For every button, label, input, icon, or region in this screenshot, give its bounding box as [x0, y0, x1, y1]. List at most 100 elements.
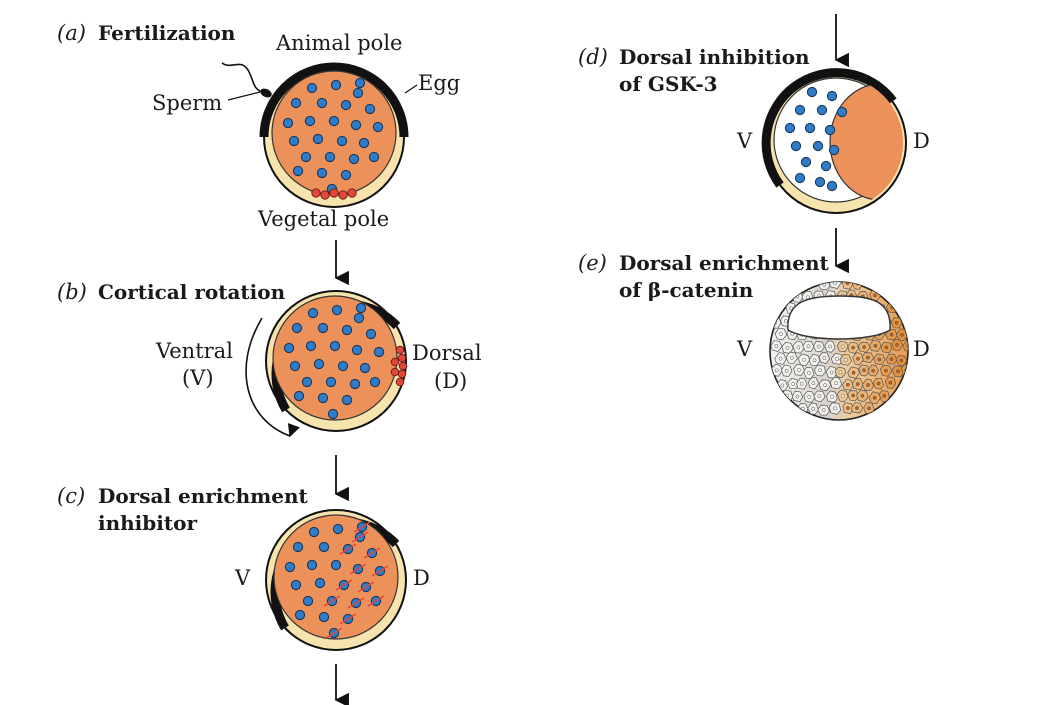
cell-nucleus: [797, 368, 801, 372]
nucleus: [318, 611, 330, 623]
cytoplasm: [272, 295, 398, 421]
blastocoel: [787, 295, 891, 340]
panel-c-title-line2: inhibitor: [98, 511, 197, 535]
nucleus: [340, 169, 352, 181]
nucleus: [353, 312, 365, 324]
panel-e-title-line2: of β-catenin: [619, 278, 754, 302]
nucleus: [794, 104, 806, 116]
egg-leader-line: [404, 84, 418, 94]
nucleus: [828, 144, 840, 156]
cell-nucleus: [862, 368, 866, 373]
nucleus: [372, 121, 384, 133]
cell-nucleus: [899, 358, 904, 363]
cell-nucleus: [871, 368, 876, 373]
determinant-particle: [390, 367, 400, 377]
nucleus: [284, 561, 296, 573]
nucleus: [364, 103, 376, 115]
cell-nucleus: [822, 356, 827, 360]
pigmented-cortex: [259, 62, 409, 138]
cell-nucleus: [845, 382, 850, 387]
cell-nucleus: [873, 343, 878, 348]
determinant-particle: [397, 369, 407, 379]
egg-b: [265, 290, 408, 432]
nucleus: [373, 346, 385, 358]
cell-nucleus: [856, 356, 860, 361]
nucleus: [292, 541, 304, 553]
cell-nucleus: [816, 344, 821, 349]
nucleus: [317, 392, 329, 404]
nucleus: [327, 408, 339, 420]
nucleus: [369, 376, 381, 388]
nucleus: [302, 595, 314, 607]
cell-nucleus: [807, 370, 811, 375]
cell-nucleus: [867, 406, 871, 411]
cell-nucleus: [906, 344, 908, 348]
cell-nucleus: [812, 358, 817, 363]
nucleus: [306, 82, 318, 94]
nucleus: [330, 79, 342, 91]
cell-nucleus: [796, 345, 801, 350]
cell-nucleus: [838, 370, 843, 375]
cell-nucleus: [860, 393, 865, 398]
determinant-particle: [347, 188, 357, 198]
panel-a-title: Fertilization: [98, 21, 236, 45]
nucleus: [318, 541, 330, 553]
cell-nucleus: [851, 393, 856, 398]
nucleus: [814, 176, 826, 188]
nucleus: [314, 577, 326, 589]
nucleus: [283, 342, 295, 354]
cell-nucleus: [805, 295, 810, 300]
egg-label: Egg: [418, 71, 460, 95]
inhibited-nucleus: [335, 579, 353, 591]
nuclei-d: [784, 86, 848, 192]
cell-nucleus: [862, 345, 867, 349]
dorsal-abbr: (D): [434, 369, 467, 393]
nucleus: [365, 328, 377, 340]
cell-nucleus: [855, 382, 860, 386]
cell-nucleus: [876, 381, 881, 386]
panel-b-letter: (b): [57, 280, 87, 304]
inhibited-nucleus: [363, 547, 381, 559]
cell-nucleus: [834, 381, 838, 386]
nucleus: [350, 119, 362, 131]
panel-c-inhibitor: (c) Dorsal enrichment inhibitor V D: [57, 484, 430, 651]
panel-e-title-line1: Dorsal enrichment: [619, 251, 830, 275]
nucleus: [794, 172, 806, 184]
cell-nucleus: [873, 293, 877, 298]
nucleus: [301, 376, 313, 388]
dorsal-label: Dorsal: [412, 341, 482, 365]
nucleus: [306, 559, 318, 571]
nuclei-c: [284, 523, 344, 623]
cell-nucleus: [835, 357, 839, 361]
inhibited-nucleus: [325, 627, 343, 639]
dorsal-determinants: [390, 345, 408, 387]
d-label-c: D: [413, 566, 430, 590]
panel-d-title-line1: Dorsal inhibition: [619, 45, 810, 69]
nucleus: [836, 106, 848, 118]
nucleus: [340, 99, 352, 111]
nucleus: [289, 360, 301, 372]
nucleus: [324, 151, 336, 163]
ventral-label: Ventral: [155, 339, 233, 363]
d-label-e: D: [913, 337, 930, 361]
cell-nucleus: [851, 370, 856, 375]
nucleus: [816, 104, 828, 116]
nucleus: [352, 87, 364, 99]
cell-nucleus: [811, 406, 816, 411]
inhibited-nucleus: [347, 597, 365, 609]
nucleus: [806, 86, 818, 98]
cell-nucleus: [851, 345, 855, 350]
nucleus: [349, 378, 361, 390]
cell-nucleus: [799, 382, 804, 386]
cell-nucleus: [877, 357, 882, 362]
nucleus: [300, 151, 312, 163]
nucleus: [316, 97, 328, 109]
inhibited-nucleus: [339, 543, 357, 555]
nucleus: [330, 559, 342, 571]
cell-nucleus: [889, 332, 894, 337]
nucleus: [307, 307, 319, 319]
egg-d: [761, 68, 907, 214]
nucleus: [308, 526, 320, 538]
panel-c-letter: (c): [57, 484, 85, 508]
